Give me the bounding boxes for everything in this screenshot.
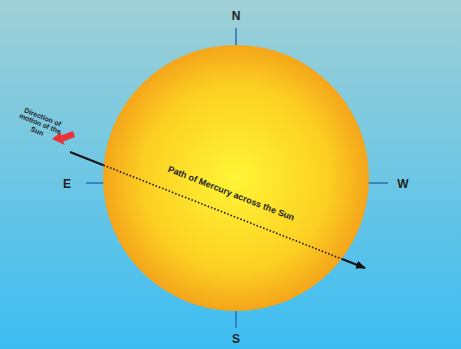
compass-east: E bbox=[63, 178, 71, 191]
compass-west: W bbox=[397, 178, 408, 191]
mercury-path bbox=[70, 152, 365, 268]
compass-north: N bbox=[232, 10, 241, 23]
compass-ticks bbox=[86, 28, 388, 328]
compass-south: S bbox=[232, 333, 240, 346]
sun-disc bbox=[103, 45, 369, 311]
